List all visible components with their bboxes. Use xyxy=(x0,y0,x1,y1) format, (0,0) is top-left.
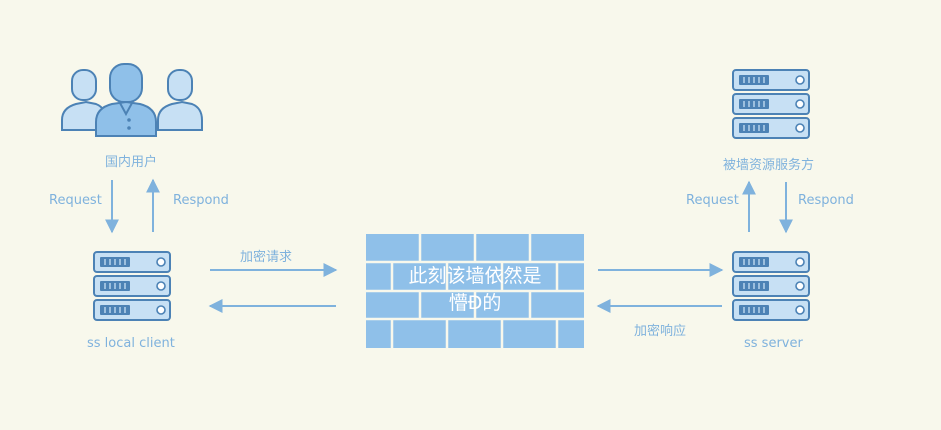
users-group-icon xyxy=(61,63,203,137)
firewall-text-line2: 懵Ð的 xyxy=(448,292,502,314)
local-client-label: ss local client xyxy=(87,336,175,351)
ss-server-label: ss server xyxy=(744,336,803,351)
firewall-text-line1: 此刻该墙依然是 xyxy=(408,265,542,287)
left-respond-label: Respond xyxy=(173,193,229,208)
blocked-server-label: 被墙资源服务方 xyxy=(723,158,815,173)
ss-server-icon xyxy=(732,251,810,321)
encrypted-request-label: 加密请求 xyxy=(240,250,293,265)
local-client-server-icon xyxy=(93,251,171,321)
encrypted-response-label: 加密响应 xyxy=(634,324,687,339)
right-request-label: Request xyxy=(686,193,739,208)
left-request-label: Request xyxy=(49,193,102,208)
blocked-server-icon xyxy=(732,69,810,139)
brick-wall-icon xyxy=(366,234,584,348)
users-label: 国内用户 xyxy=(105,155,158,170)
right-respond-label: Respond xyxy=(798,193,854,208)
